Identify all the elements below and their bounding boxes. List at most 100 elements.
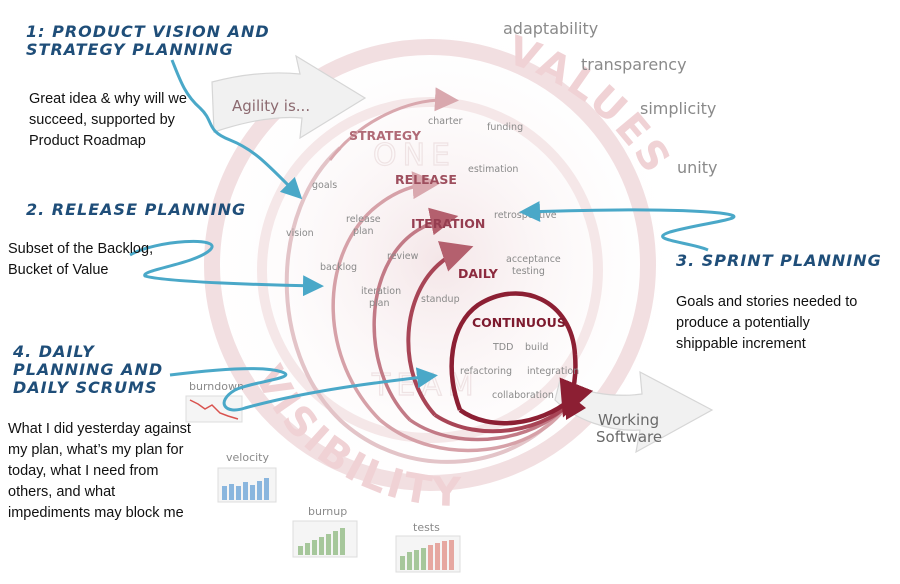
tests-bar-fail — [428, 545, 433, 570]
strategy-cycle-arc — [284, 146, 567, 464]
activity-vision: vision — [286, 228, 314, 239]
annotation-3-text-line: produce a potentially — [676, 315, 810, 331]
activity-collaboration: collaboration — [492, 390, 554, 401]
burnup-bar — [312, 540, 317, 555]
activity-standup: standup — [421, 294, 460, 305]
burnup-widget: burnup — [292, 505, 358, 558]
activity-iteration-plan-2: plan — [369, 298, 390, 309]
activity-build: build — [525, 342, 548, 353]
activity-release-plan-1: release — [346, 214, 381, 225]
tests-bar-pass — [400, 556, 405, 570]
annotation-3-heading: 3. Sprint Planning — [676, 252, 882, 270]
cycle-iteration: ITERATION — [411, 216, 485, 231]
annotation-4-heading: 4. Daily Planning and Daily Scrums — [13, 343, 163, 397]
cycle-strategy: STRATEGY — [349, 128, 422, 143]
agility-arrow-shape — [211, 54, 367, 140]
velocity-bar — [264, 478, 269, 500]
activity-iteration-plan-1: iteration — [361, 286, 401, 297]
value-unity: unity — [677, 158, 717, 177]
burndown-line — [189, 399, 239, 420]
activity-acceptance-testing-2: testing — [512, 266, 545, 277]
annotation-2-text: Subset of the Backlog, Bucket of Value — [8, 239, 153, 281]
burndown-widget: burndown — [185, 380, 244, 423]
annotation-4-text: What I did yesterday against my plan, wh… — [8, 419, 191, 524]
working-software-label-1: Working — [598, 411, 659, 429]
daily-cycle-arc — [406, 241, 474, 417]
annotation-3-heading-line: 3. Sprint Planning — [676, 251, 882, 270]
annotation-4-text-line: What I did yesterday against — [8, 421, 191, 437]
activity-release-plan-2: plan — [353, 226, 374, 237]
annotation-1-text-line: succeed, supported by — [29, 112, 175, 128]
tests-bar-fail — [435, 543, 440, 570]
cycle-continuous: CONTINUOUS — [472, 315, 566, 330]
burndown-label: burndown — [189, 380, 244, 393]
iteration-cycle-arc — [372, 207, 459, 422]
activity-integration: integration — [527, 366, 579, 377]
velocity-label: velocity — [226, 451, 269, 464]
activity-funding: funding — [487, 122, 523, 133]
working-software-label-2: Software — [596, 428, 662, 446]
annotation-2-heading-line: 2. Release Planning — [26, 200, 247, 219]
annotation-4-heading-line: 4. Daily — [13, 342, 95, 361]
annotation-1-text: Great idea & why will we succeed, suppor… — [29, 89, 187, 152]
burnup-bar — [340, 528, 345, 555]
tests-widget: tests — [395, 521, 461, 573]
tests-bar-pass — [421, 548, 426, 570]
tests-bar-fail — [442, 541, 447, 570]
cycle-release: RELEASE — [395, 172, 457, 187]
tests-bars — [400, 540, 454, 570]
velocity-bar — [229, 484, 234, 500]
agility-arrow-label: Agility is... — [232, 97, 310, 115]
activity-tdd: TDD — [492, 342, 513, 353]
activity-goals: goals — [312, 180, 337, 191]
release-cycle-arc — [331, 171, 441, 422]
tests-bar-pass — [414, 550, 419, 570]
annotation-2-text-line: Bucket of Value — [8, 262, 109, 278]
annotation-3-text-line: shippable increment — [676, 336, 806, 352]
burnup-bar — [333, 531, 338, 555]
annotation-1-heading-line: Strategy Planning — [26, 40, 234, 59]
activity-refactoring: refactoring — [460, 366, 512, 377]
velocity-bars — [222, 478, 269, 500]
annotation-3-text: Goals and stories needed to produce a po… — [676, 292, 857, 355]
activity-review: review — [387, 251, 419, 262]
callout-arrow-2 — [129, 239, 324, 297]
strategy-cycle-arc-top — [328, 87, 459, 161]
annotation-4-text-line: impediments may block me — [8, 505, 184, 521]
cycle-daily: DAILY — [458, 266, 499, 281]
annotation-2-heading: 2. Release Planning — [26, 201, 246, 219]
callout-arrow-1 — [170, 59, 303, 200]
callout-arrow-3 — [519, 201, 736, 252]
value-simplicity: simplicity — [640, 99, 716, 118]
activity-acceptance-testing-1: acceptance — [506, 254, 561, 265]
annotation-2-text-line: Subset of the Backlog, — [8, 241, 154, 257]
velocity-bar — [222, 486, 227, 500]
values-ring — [204, 39, 656, 491]
velocity-bar — [236, 486, 241, 500]
continuous-end-arrowhead — [566, 392, 586, 420]
tests-bar-pass — [407, 552, 412, 570]
burnup-bar — [326, 534, 331, 555]
activity-estimation: estimation — [468, 164, 518, 175]
burnup-bar — [319, 537, 324, 555]
continuous-cycle-arc — [449, 291, 594, 418]
activity-backlog: backlog — [320, 262, 357, 273]
release-cycle-outer — [378, 399, 572, 453]
annotation-4-text-line: others, and what — [8, 484, 116, 500]
velocity-bar — [257, 481, 262, 500]
annotation-4-text-line: today, what I need from — [8, 463, 159, 479]
continuous-cycle-inner — [458, 398, 572, 426]
annotation-4-heading-line: Planning and — [13, 360, 164, 379]
velocity-bar — [243, 482, 248, 500]
tests-label: tests — [413, 521, 440, 534]
annotation-3-text-line: Goals and stories needed to — [676, 294, 858, 310]
one-watermark: ONE — [373, 138, 456, 173]
activity-charter: charter — [428, 116, 463, 127]
annotation-1-text-line: Product Roadmap — [29, 133, 146, 149]
annotation-1-heading-line: 1: Product Vision and — [26, 22, 270, 41]
value-transparency: transparency — [581, 55, 687, 74]
burnup-bar — [305, 543, 310, 555]
value-adaptability: adaptability — [503, 19, 598, 38]
annotation-1-heading: 1: Product Vision and Strategy Planning — [26, 23, 270, 59]
